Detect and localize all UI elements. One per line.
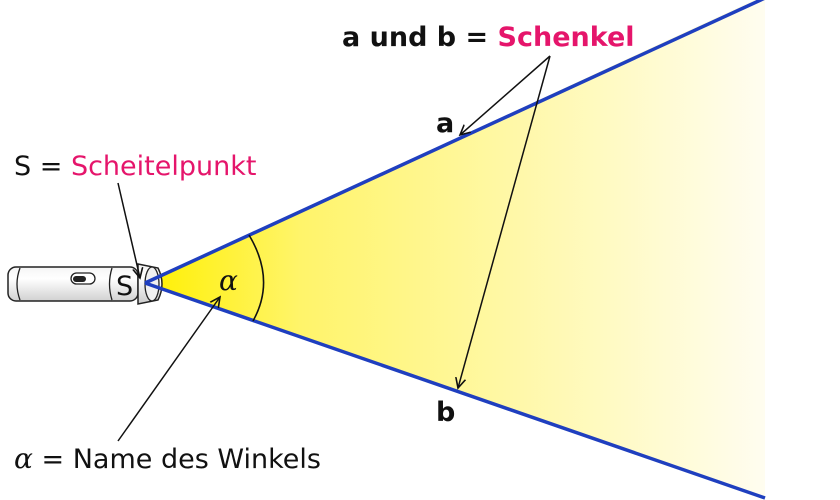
vertex-caption: S = Scheitelpunkt — [14, 151, 256, 182]
angle-name-symbol: α — [14, 442, 33, 475]
angle-name-term: Name — [73, 444, 153, 475]
light-beam — [145, 0, 765, 500]
leg-a-ray — [144, 0, 765, 285]
angle-arc — [248, 234, 265, 322]
legs-pointer-arrow-b — [458, 55, 551, 388]
leg-label-a: a — [436, 108, 454, 139]
angle-symbol: α — [219, 264, 238, 297]
legs-caption: a und b = Schenkel — [342, 22, 635, 53]
angle-name-mid: = — [33, 444, 73, 475]
angle-name-suffix: des Winkels — [152, 444, 321, 475]
vertex-caption-term: Scheitelpunkt — [71, 151, 257, 182]
vertex-pointer-arrow — [117, 182, 140, 278]
legs-caption-prefix: a und b = — [342, 22, 498, 53]
leg-b-ray — [144, 281, 766, 500]
legs-caption-term: Schenkel — [498, 22, 635, 53]
vertex-label-s: S — [116, 271, 133, 302]
angle-pointer-arrow — [117, 297, 220, 442]
angle-name-caption: α = Name des Winkels — [14, 442, 321, 475]
vertex-caption-prefix: S = — [14, 151, 71, 182]
legs-pointer-arrow-a — [460, 55, 551, 135]
leg-label-b: b — [436, 397, 455, 428]
